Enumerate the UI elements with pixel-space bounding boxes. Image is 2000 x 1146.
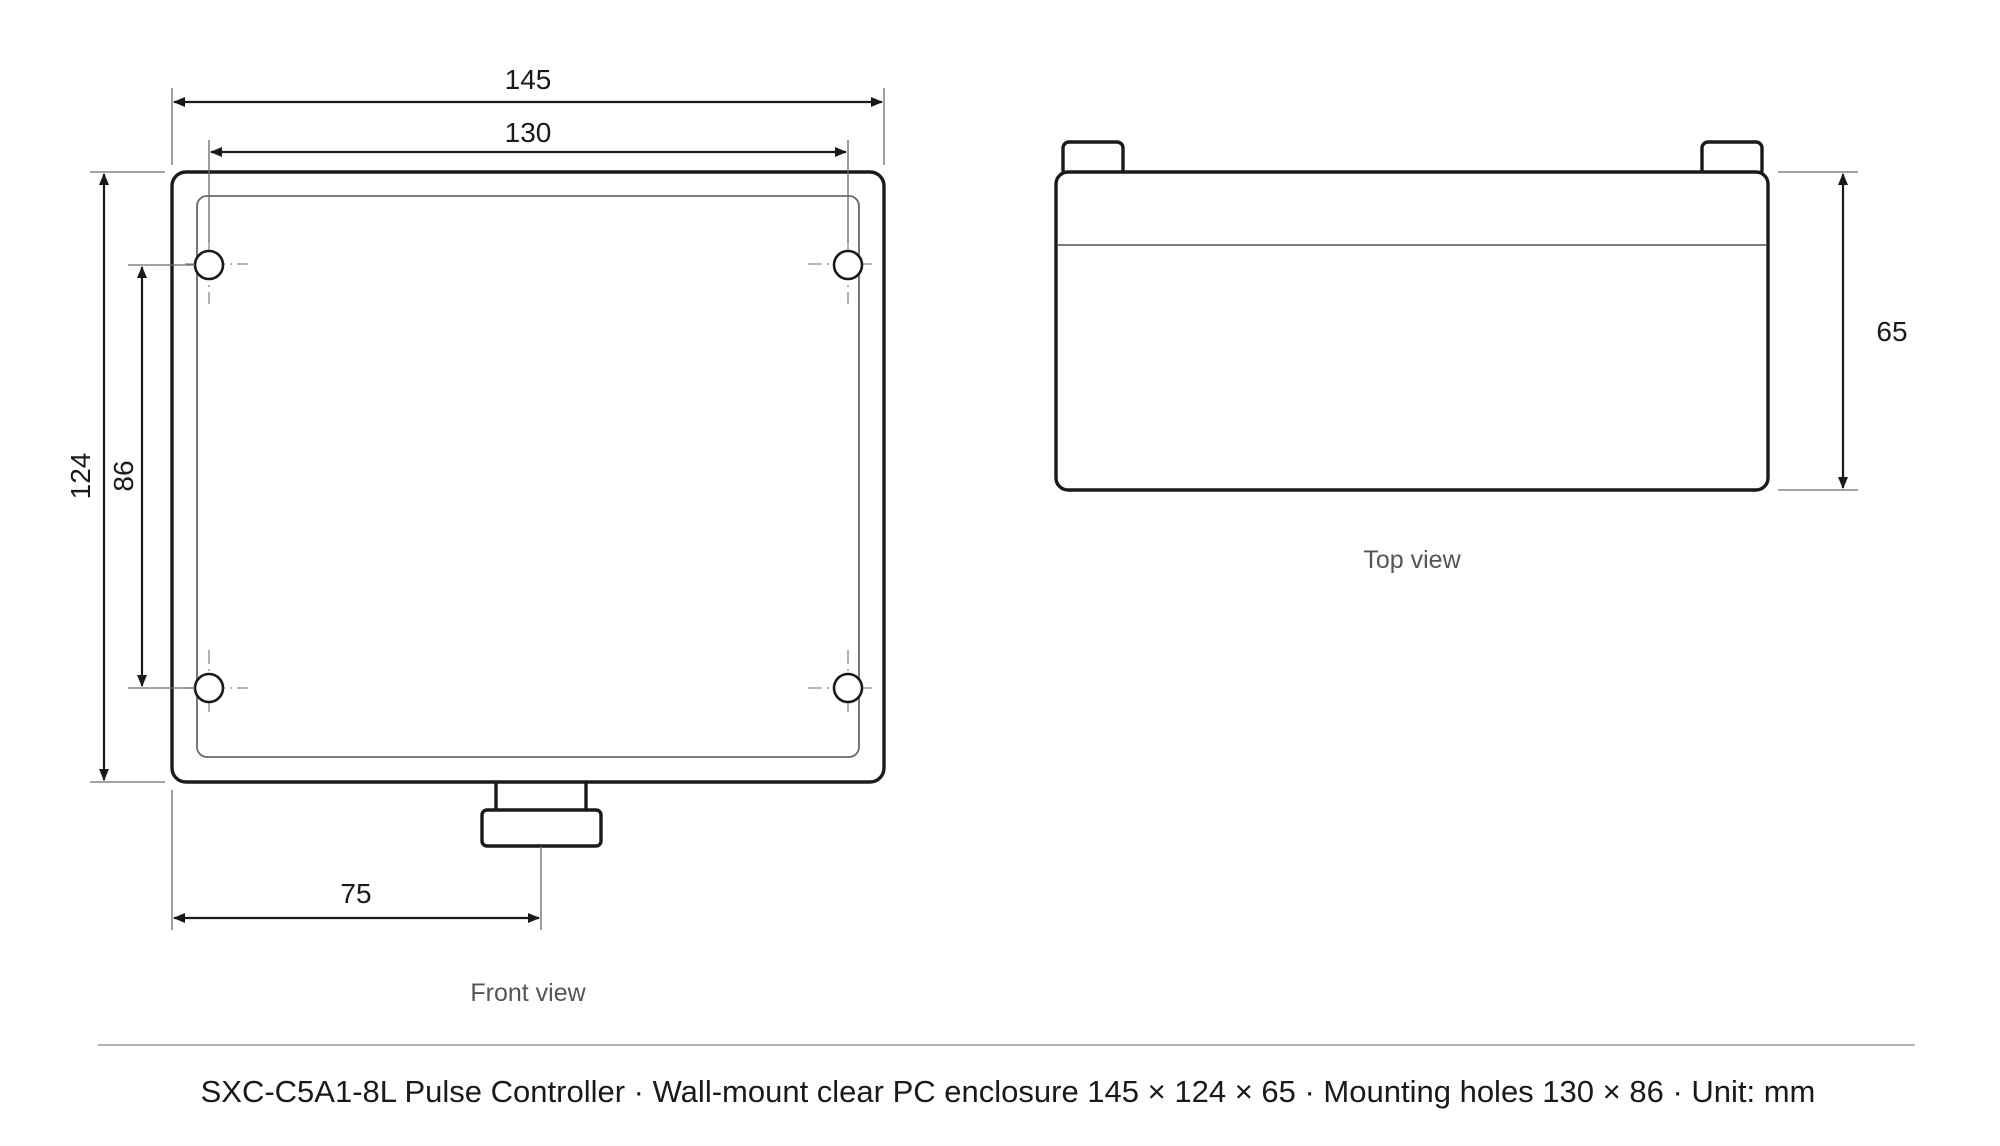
dim-cable-gland-offset: 75: [171, 790, 542, 930]
dim-hole-spacing-width: 130: [208, 117, 849, 242]
top-view: 65 Top view: [1054, 140, 1908, 574]
dim-label-65: 65: [1876, 316, 1907, 347]
dim-label-145: 145: [505, 64, 552, 95]
dim-overall-height: 124: [65, 171, 165, 783]
dim-hole-spacing-height: 86: [108, 264, 195, 689]
cable-gland: [480, 777, 603, 848]
dim-label-124: 124: [65, 453, 96, 500]
dim-label-75: 75: [340, 878, 371, 909]
dim-label-86: 86: [108, 460, 139, 491]
front-view-caption: Front view: [470, 979, 586, 1007]
mounting-hole-top-right: [808, 240, 872, 304]
dim-label-130: 130: [505, 117, 552, 148]
mounting-hole-bottom-right: [808, 650, 872, 712]
enclosure-front-outline: [170, 170, 886, 784]
front-view: 145 130 124 86 75: [65, 64, 886, 1007]
enclosure-lid-inner-outline: [196, 195, 860, 758]
top-view-caption: Top view: [1363, 546, 1461, 574]
dim-overall-width: 145: [171, 64, 885, 165]
enclosure-top-outline: [1054, 170, 1770, 492]
footer-title: SXC-C5A1-8L Pulse Controller · Wall-moun…: [201, 1074, 1816, 1109]
dim-depth: 65: [1778, 171, 1908, 491]
